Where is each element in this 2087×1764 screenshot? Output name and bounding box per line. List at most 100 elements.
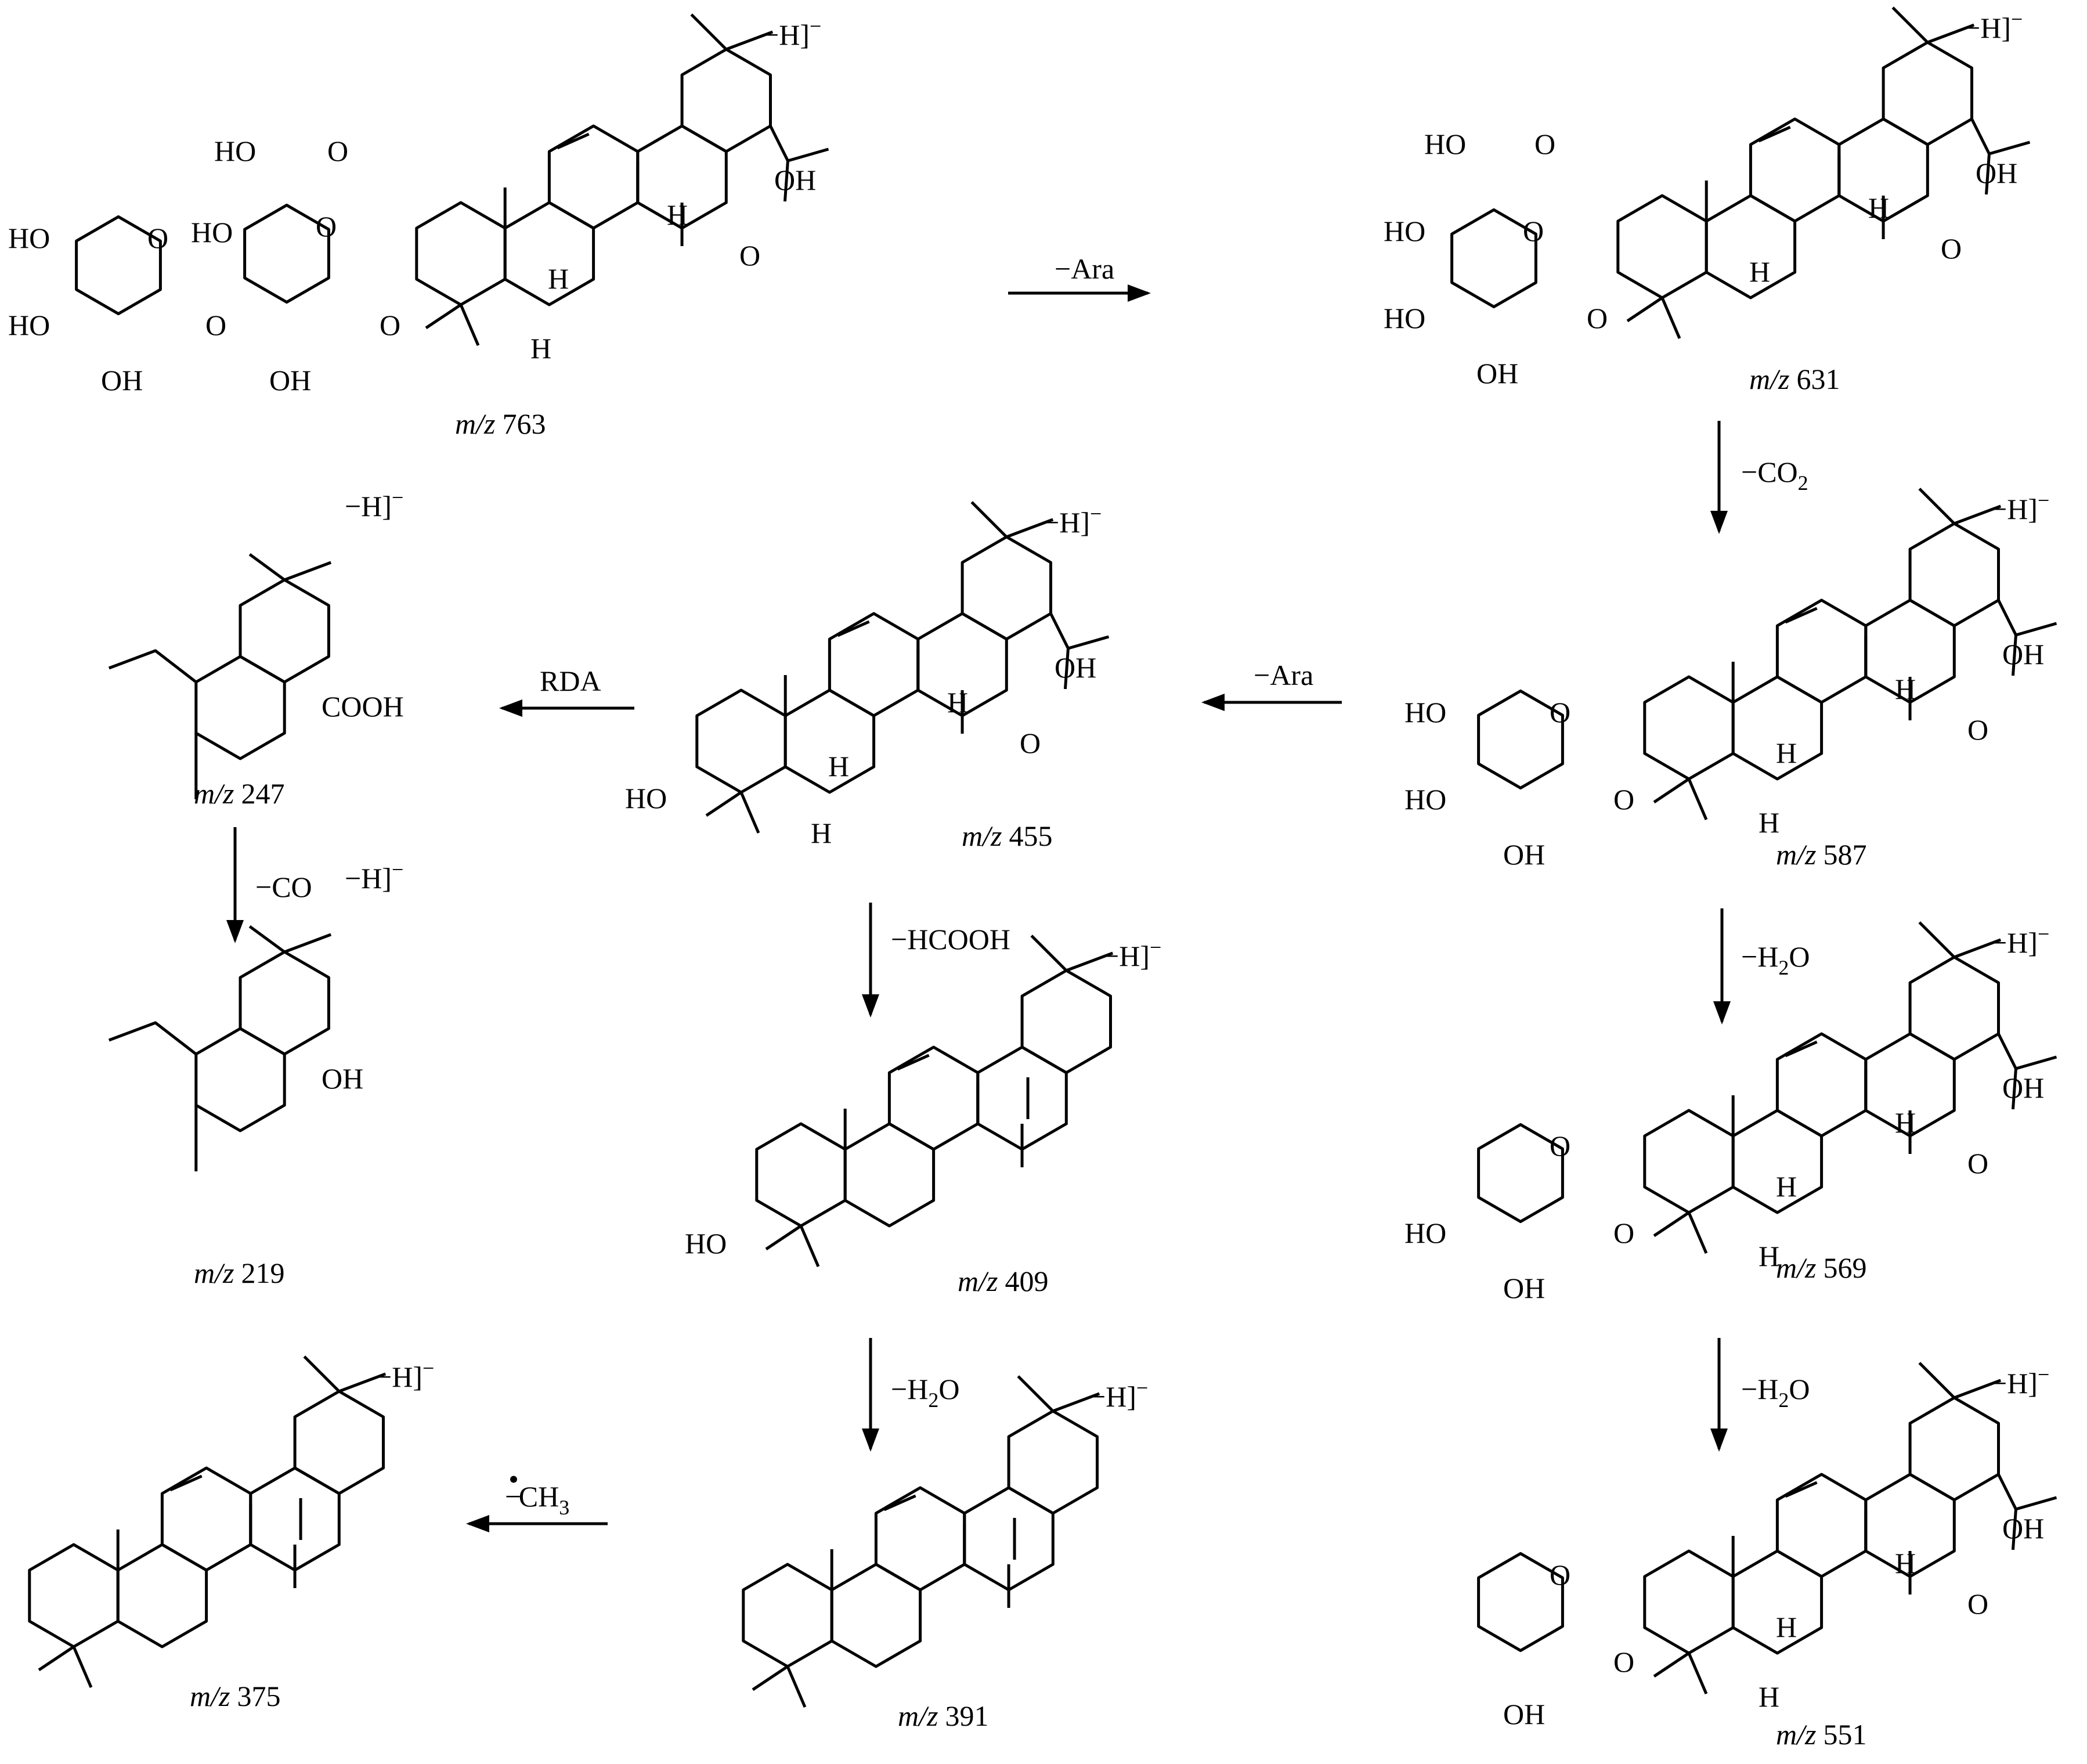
atom-h: H bbox=[947, 686, 968, 719]
ion-tag: −H]− bbox=[1991, 922, 2049, 959]
atom-oh: OH bbox=[269, 364, 311, 396]
sugar-arabinose-ring bbox=[75, 215, 162, 316]
gem-dimethyl-bonds bbox=[248, 925, 332, 954]
double-bond bbox=[1758, 125, 1791, 143]
ring-c bbox=[1775, 598, 1868, 704]
step-763-to-631: −Ara bbox=[1008, 252, 1151, 302]
sugar-ring bbox=[1477, 1123, 1564, 1224]
sugar-ring bbox=[1450, 208, 1537, 309]
gem-dimethyl-bonds bbox=[970, 501, 1054, 539]
carboxyl-bonds bbox=[1997, 599, 2057, 676]
atom-h: H bbox=[1749, 255, 1770, 288]
step-label: −CO2 bbox=[1741, 456, 1808, 495]
atom-h: H bbox=[1759, 806, 1779, 839]
atom-ho: HO bbox=[1384, 302, 1425, 334]
ion-tag: −H]− bbox=[1089, 1376, 1148, 1413]
sugar-ring bbox=[1477, 1552, 1564, 1653]
ring-e bbox=[1007, 1409, 1099, 1515]
ring-b bbox=[843, 1122, 936, 1228]
atom-ho: HO bbox=[214, 135, 256, 167]
atom-o: O bbox=[327, 135, 348, 167]
c4-methyl-bonds bbox=[752, 1665, 807, 1708]
atom-ho: HO bbox=[8, 222, 50, 254]
atom-o: O bbox=[1587, 302, 1608, 334]
ring-b bbox=[830, 1563, 922, 1668]
ion-tag: −H]− bbox=[345, 486, 403, 522]
sugar-arabinose-ring bbox=[1477, 689, 1564, 790]
c4-methyl-bonds bbox=[1626, 296, 1681, 339]
atom-ho: HO bbox=[8, 309, 50, 341]
carboxyl-bonds bbox=[1997, 1473, 2057, 1550]
carboxyl-bonds bbox=[769, 125, 829, 202]
atom-oh: OH bbox=[101, 364, 143, 396]
gem-dimethyl-bonds bbox=[1891, 6, 1975, 44]
sugar-glucuronic-ring bbox=[243, 203, 330, 304]
atom-ho: HO bbox=[1384, 215, 1425, 247]
ring-a bbox=[415, 201, 507, 306]
atom-o: O bbox=[1967, 1588, 1988, 1620]
step-631-to-587: −CO2 bbox=[1710, 421, 1808, 534]
ion-tag: −H]− bbox=[1991, 1363, 2049, 1399]
atom-o: O bbox=[1550, 1559, 1570, 1591]
atom-h: H bbox=[548, 262, 569, 295]
c4-methyl-bonds bbox=[425, 303, 480, 346]
gem-dimethyl-bonds bbox=[690, 13, 774, 51]
ring-c bbox=[887, 1045, 980, 1151]
step-455-to-247: RDA bbox=[499, 665, 634, 717]
double-bond bbox=[837, 620, 870, 637]
atom-ho: HO bbox=[625, 782, 667, 814]
ion-tag: −H]− bbox=[763, 15, 821, 51]
ring-e bbox=[1908, 522, 2000, 627]
ring-e bbox=[680, 48, 772, 153]
carboxyl-bonds bbox=[1970, 118, 2031, 195]
c4-methyl-bonds bbox=[1653, 777, 1708, 820]
atom-h: H bbox=[1895, 673, 1916, 705]
step-label: −HCOOH bbox=[891, 923, 1010, 955]
c4-methyl-bonds bbox=[38, 1645, 93, 1688]
step-455-to-409: −HCOOH bbox=[862, 903, 1010, 1018]
sugar-ring bbox=[75, 215, 162, 316]
atom-h: H bbox=[1895, 1106, 1916, 1139]
sugar-ring bbox=[243, 203, 330, 304]
atom-ho: HO bbox=[1404, 696, 1446, 728]
vinyl-bonds bbox=[108, 649, 197, 683]
ring-c bbox=[160, 1466, 252, 1572]
ring-e bbox=[293, 1390, 385, 1495]
atom-h: H bbox=[1776, 1170, 1797, 1203]
ring-a bbox=[28, 1543, 120, 1648]
ring-a bbox=[1643, 1549, 1735, 1655]
sugar-ring bbox=[1477, 689, 1564, 790]
atom-o: O bbox=[1523, 215, 1544, 247]
double-bond bbox=[1785, 607, 1818, 624]
gem-dimethyl-bonds bbox=[248, 553, 332, 582]
atom-oh: OH bbox=[2002, 1512, 2044, 1545]
atom-o: O bbox=[1020, 727, 1041, 759]
atom-h: H bbox=[530, 332, 551, 365]
atom-ho: HO bbox=[191, 216, 233, 248]
carboxyl-bonds bbox=[1997, 1033, 2057, 1110]
ring-e bbox=[961, 535, 1052, 641]
atom-oh: OH bbox=[774, 164, 816, 196]
ring-lower bbox=[194, 655, 286, 760]
structure-mz-763: O O O O HO O HO OH HO HO OH H H H OH O −… bbox=[8, 13, 829, 440]
atom-cooh: COOH bbox=[322, 690, 404, 723]
double-bond bbox=[557, 132, 590, 150]
ring-c bbox=[874, 1486, 966, 1592]
atom-h: H bbox=[1868, 192, 1889, 224]
atom-o: O bbox=[1534, 128, 1555, 160]
ion-tag: −H]− bbox=[1991, 489, 2049, 525]
atom-o: O bbox=[147, 222, 168, 254]
atom-o: O bbox=[739, 239, 760, 272]
atom-oh: OH bbox=[1476, 357, 1518, 389]
ring-e bbox=[1908, 955, 2000, 1061]
sugar-pyran-ring bbox=[1477, 1552, 1564, 1653]
